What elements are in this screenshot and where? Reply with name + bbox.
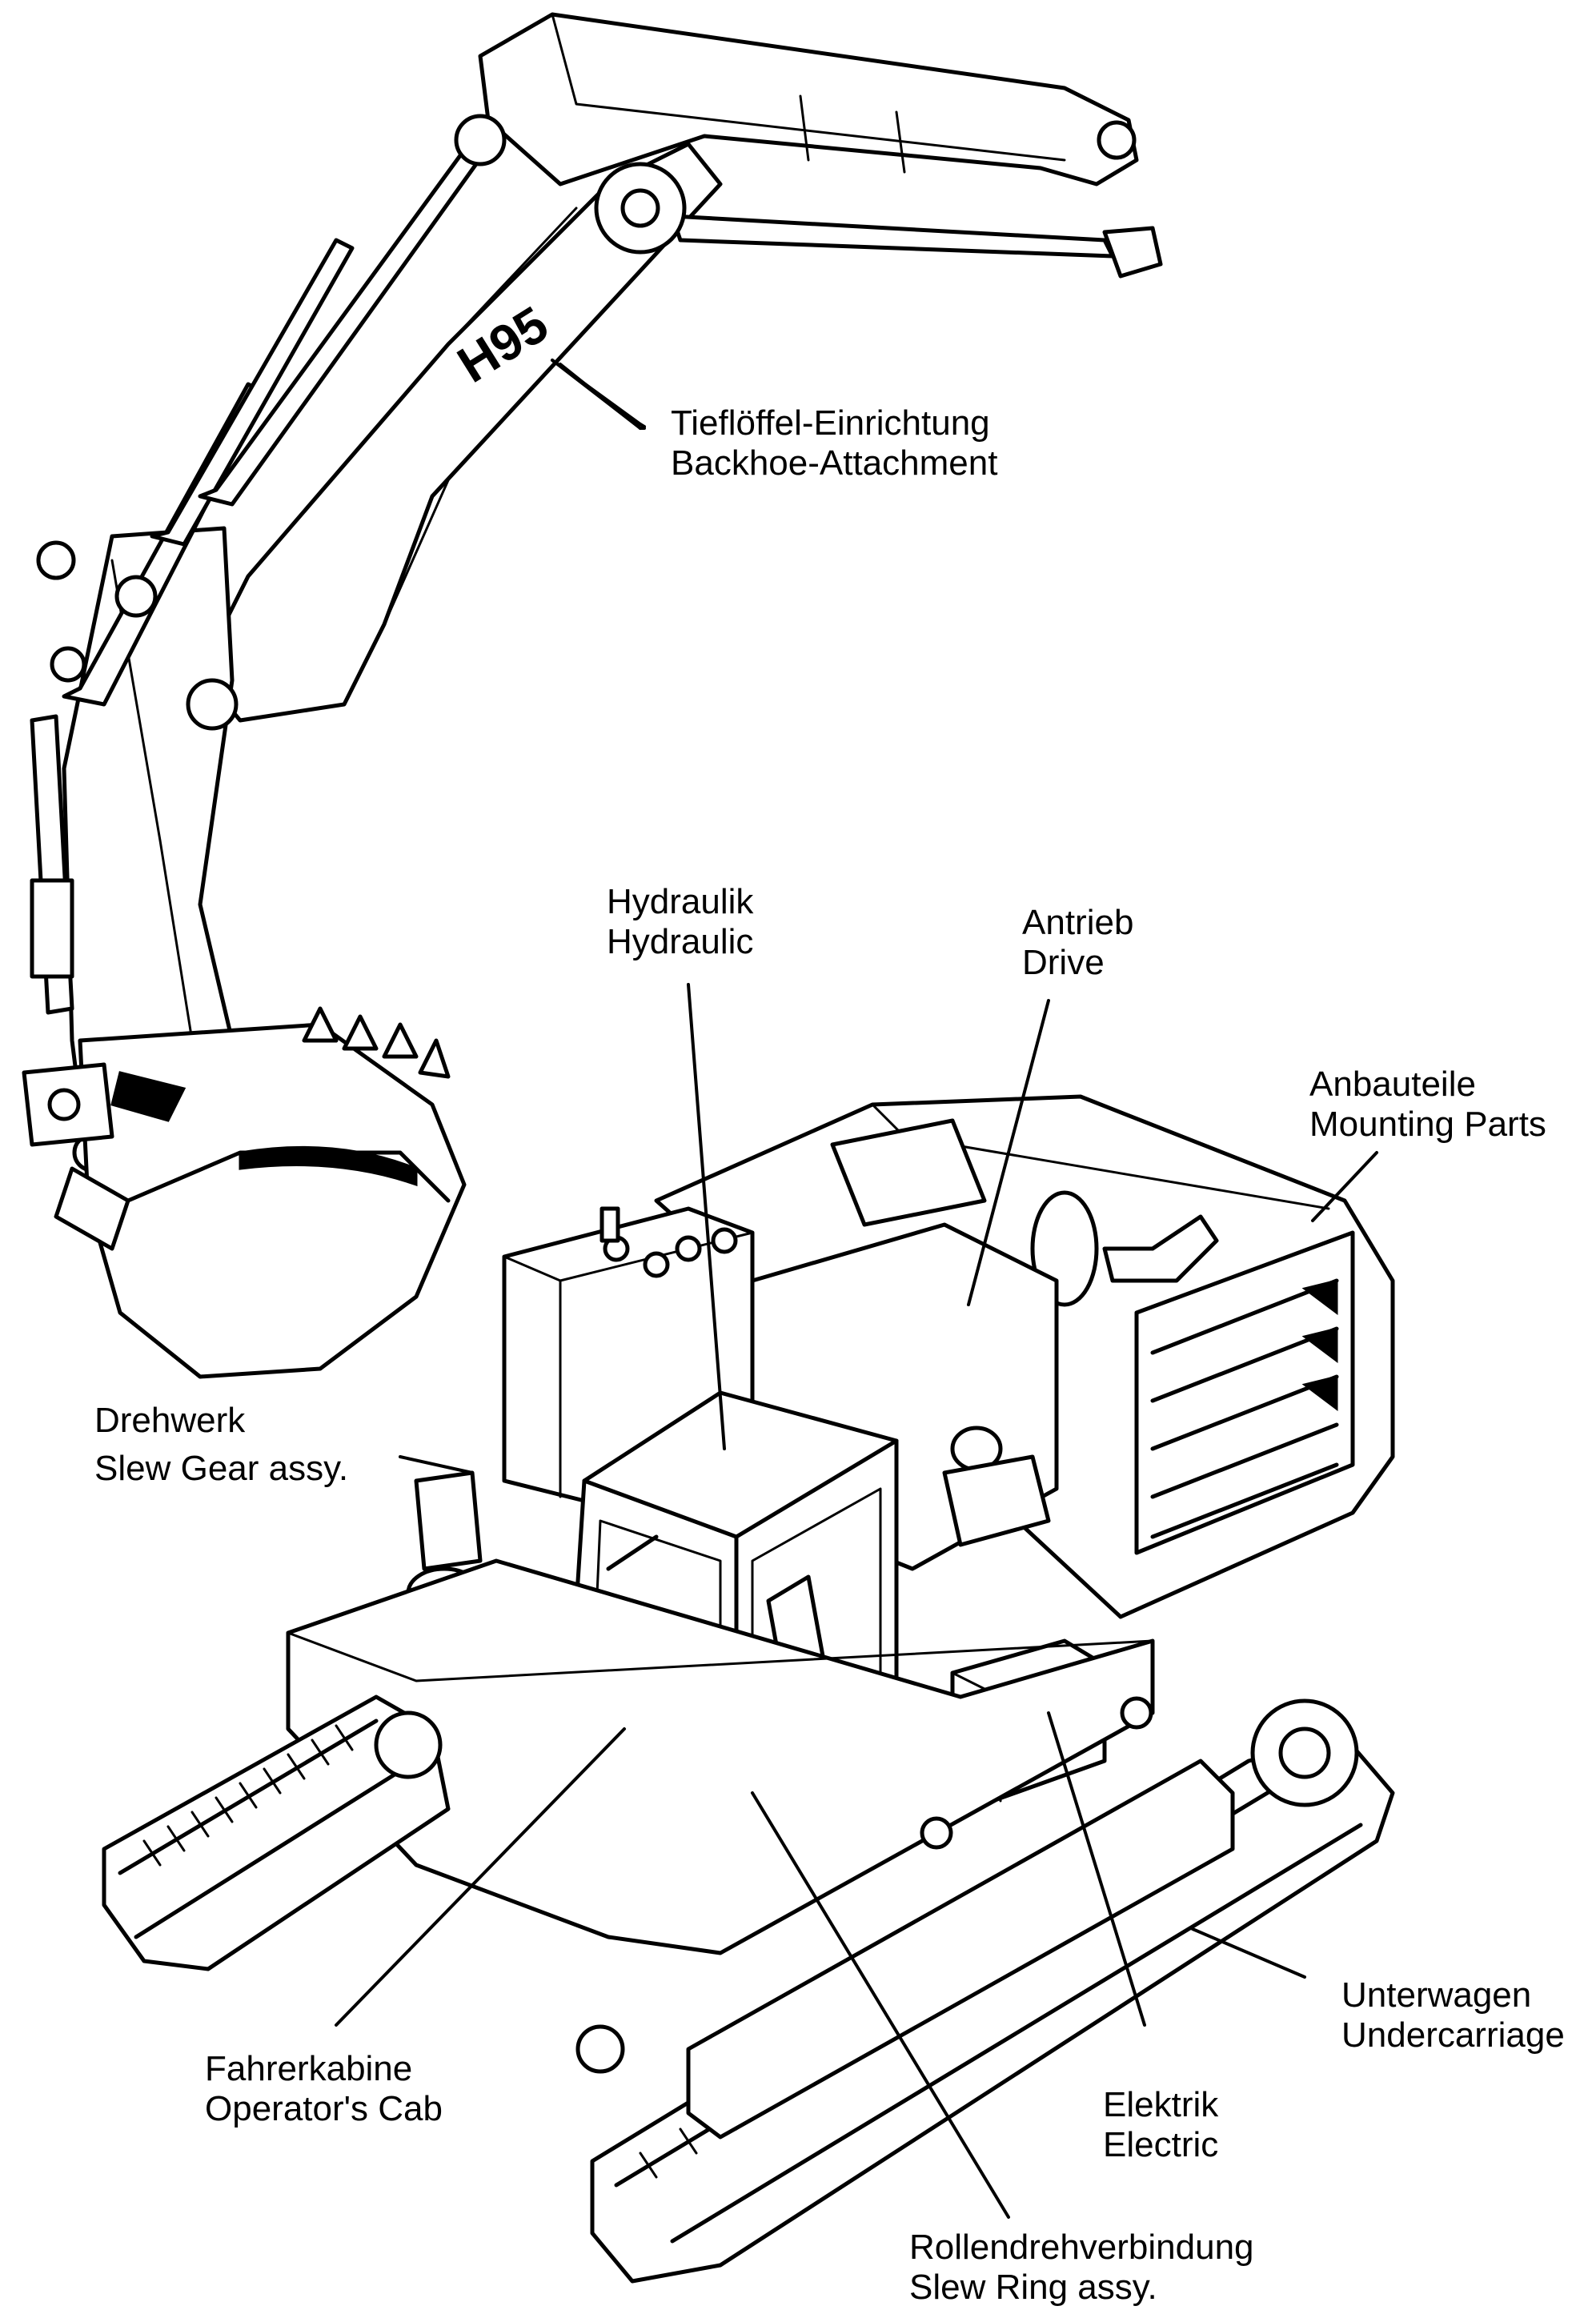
callout-slew-gear-en: Slew Gear assy. xyxy=(94,1449,349,1488)
callout-hydraulic: Hydraulik Hydraulic xyxy=(607,882,753,962)
callout-operators-cab: Fahrerkabine Operator's Cab xyxy=(205,2049,443,2129)
callout-backhoe-de: Tieflöffel-Einrichtung xyxy=(671,403,990,443)
callout-drive: Antrieb Drive xyxy=(1022,903,1133,983)
callout-slew-ring-en: Slew Ring assy. xyxy=(909,2268,1157,2307)
leader-lines xyxy=(335,359,1378,2219)
callout-hydraulic-en: Hydraulic xyxy=(607,922,754,961)
callout-cab-de: Fahrerkabine xyxy=(205,2049,413,2088)
callout-undercarriage-de: Unterwagen xyxy=(1341,1975,1532,2015)
callout-mounting-en: Mounting Parts xyxy=(1309,1105,1546,1144)
left-track-shoes xyxy=(142,1724,354,1867)
callout-electric-en: Electric xyxy=(1103,2125,1219,2164)
callout-slew-ring: Rollendrehverbindung Slew Ring assy. xyxy=(909,2228,1254,2308)
callout-backhoe-en: Backhoe-Attachment xyxy=(671,443,998,483)
callout-electric-de: Elektrik xyxy=(1103,2085,1219,2124)
callout-slew-gear-de: Drehwerk xyxy=(94,1401,246,1440)
callout-drive-de: Antrieb xyxy=(1022,903,1134,942)
callout-undercarriage: Unterwagen Undercarriage xyxy=(1341,1975,1565,2055)
callout-slew-gear: Drehwerk Slew Gear assy. xyxy=(94,1401,348,1489)
callout-electric: Elektrik Electric xyxy=(1103,2085,1218,2165)
callout-hydraulic-de: Hydraulik xyxy=(607,882,754,921)
callout-mounting-de: Anbauteile xyxy=(1309,1065,1476,1104)
callout-slew-ring-de: Rollendrehverbindung xyxy=(909,2228,1254,2267)
callout-undercarriage-en: Undercarriage xyxy=(1341,2015,1565,2055)
backhoe-attachment-drawing: H95 xyxy=(22,12,1163,1379)
callout-backhoe-attachment: Tieflöffel-Einrichtung Backhoe-Attachmen… xyxy=(671,403,997,483)
callout-drive-en: Drive xyxy=(1022,943,1105,982)
callout-cab-en: Operator's Cab xyxy=(205,2089,443,2128)
radiator-grill-drawing xyxy=(1150,1278,1339,1539)
callout-mounting-parts: Anbauteile Mounting Parts xyxy=(1309,1065,1546,1145)
undercarriage-drawing xyxy=(102,1558,1395,2284)
